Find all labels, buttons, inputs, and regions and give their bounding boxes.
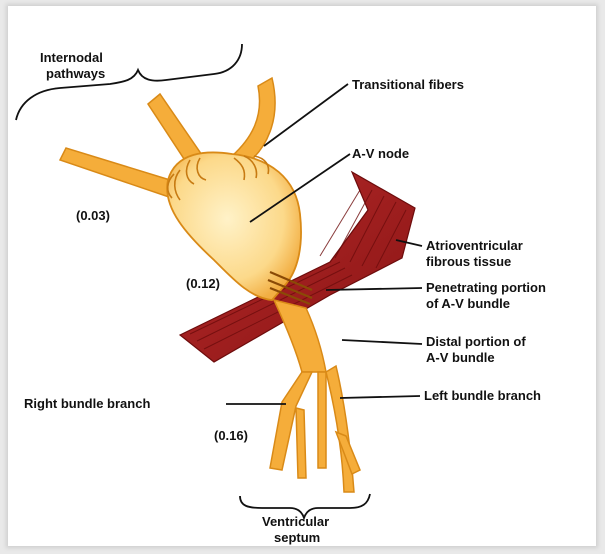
label-internodal-2: pathways bbox=[46, 66, 105, 81]
label-distal-2: A-V bundle bbox=[426, 350, 495, 365]
value-internodal: (0.03) bbox=[76, 208, 110, 223]
left-bundle-shape bbox=[326, 366, 354, 492]
label-internodal-1: Internodal bbox=[40, 50, 103, 65]
label-right-bundle: Right bundle branch bbox=[24, 396, 150, 411]
label-atrioventricular-1: Atrioventricular bbox=[426, 238, 523, 253]
leader-transitional bbox=[264, 84, 348, 146]
label-av-node: A-V node bbox=[352, 146, 409, 161]
label-ventricular-2: septum bbox=[274, 530, 320, 545]
label-distal-1: Distal portion of bbox=[426, 334, 526, 349]
label-left-bundle: Left bundle branch bbox=[424, 388, 541, 403]
leader-left-bundle bbox=[340, 396, 420, 398]
label-ventricular-1: Ventricular bbox=[262, 514, 329, 529]
leader-distal bbox=[342, 340, 422, 344]
value-av-node: (0.12) bbox=[186, 276, 220, 291]
label-transitional-fibers: Transitional fibers bbox=[352, 77, 464, 92]
label-atrioventricular-2: fibrous tissue bbox=[426, 254, 511, 269]
label-penetrating-2: of A-V bundle bbox=[426, 296, 510, 311]
septum-center-shape bbox=[318, 372, 326, 468]
value-bundle-branch: (0.16) bbox=[214, 428, 248, 443]
av-bundle-shape bbox=[274, 300, 326, 372]
diagram-frame: Internodal pathways Transitional fibers … bbox=[8, 6, 596, 546]
label-penetrating-1: Penetrating portion bbox=[426, 280, 546, 295]
